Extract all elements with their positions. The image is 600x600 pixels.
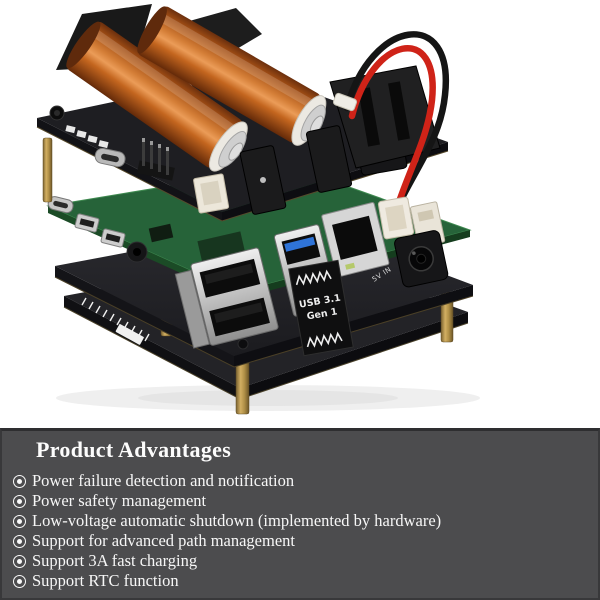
- battery-jst-connector: [377, 196, 415, 240]
- white-sticker: [115, 324, 144, 345]
- list-item: Low-voltage automatic shutdown (implemen…: [13, 511, 598, 531]
- list-item: Support RTC function: [13, 571, 598, 591]
- usb-c-port: [47, 196, 74, 214]
- feature-text: Support 3A fast charging: [32, 551, 198, 570]
- feature-text: Power failure detection and notification: [32, 471, 295, 490]
- ethernet-port: [321, 202, 390, 278]
- battery-right: [137, 6, 327, 146]
- feature-list: Power failure detection and notification…: [2, 471, 598, 591]
- floor-shadow: [56, 385, 480, 411]
- cable-tie: [332, 92, 358, 112]
- bullseye-dot: [17, 578, 22, 584]
- bullseye-dot: [17, 498, 22, 504]
- micro-hdmi-port-1: [100, 228, 126, 248]
- usb3-blue-tongue: [284, 236, 316, 252]
- battery-holder-front: [239, 65, 441, 215]
- bullseye-dot: [17, 478, 22, 484]
- bullseye-dot: [17, 538, 22, 544]
- jst-connector-mid: [193, 173, 230, 214]
- pi-side-ports: [47, 196, 148, 263]
- pin-row-bottom: [306, 331, 343, 348]
- silkscreen-pads: [65, 125, 109, 149]
- wire-black: [343, 31, 450, 202]
- feature-text: Power safety management: [32, 491, 207, 510]
- battery-left: [66, 21, 248, 172]
- bullseye-icon: [13, 534, 26, 548]
- audio-jack: [126, 241, 148, 263]
- feature-text: Support for advanced path management: [32, 531, 295, 550]
- product-photo-illustration: USB 3.1 Gen 1 5V IN: [36, 4, 480, 415]
- list-item: Support for advanced path management: [13, 531, 598, 551]
- usb31-label-line2: Gen 1: [306, 306, 338, 322]
- list-item: Power failure detection and notification: [13, 471, 598, 491]
- bullseye-icon: [13, 554, 26, 568]
- usb31-bridge-module: USB 3.1 Gen 1: [288, 259, 354, 357]
- list-item: Support 3A fast charging: [13, 551, 598, 571]
- bullseye-dot: [17, 558, 22, 564]
- feature-text: Low-voltage automatic shutdown (implemen…: [32, 511, 442, 530]
- bullseye-dot: [17, 518, 22, 524]
- feature-text: Support RTC function: [32, 571, 179, 590]
- product-photo: USB 3.1 Gen 1 5V IN: [36, 4, 480, 415]
- battery-wires: [332, 31, 450, 206]
- bullseye-icon: [13, 494, 26, 508]
- bullseye-icon: [13, 574, 26, 588]
- usb-a-stack: [190, 247, 279, 346]
- list-item: Power safety management: [13, 491, 598, 511]
- bullseye-icon: [13, 514, 26, 528]
- micro-hdmi-port-0: [74, 213, 100, 233]
- wire-red: [348, 45, 436, 206]
- pin-row-top: [295, 269, 332, 286]
- usb-c-port-ups: [94, 147, 126, 168]
- pin-header: [136, 138, 175, 181]
- silkscreen-ruler: [81, 297, 150, 342]
- bullseye-icon: [13, 474, 26, 488]
- dc-jack-bottom: [394, 230, 449, 288]
- brass-standoff-left: [42, 137, 53, 203]
- panel-heading: Product Advantages: [36, 437, 232, 462]
- advantages-panel: Product Advantages Power failure detecti…: [0, 428, 600, 600]
